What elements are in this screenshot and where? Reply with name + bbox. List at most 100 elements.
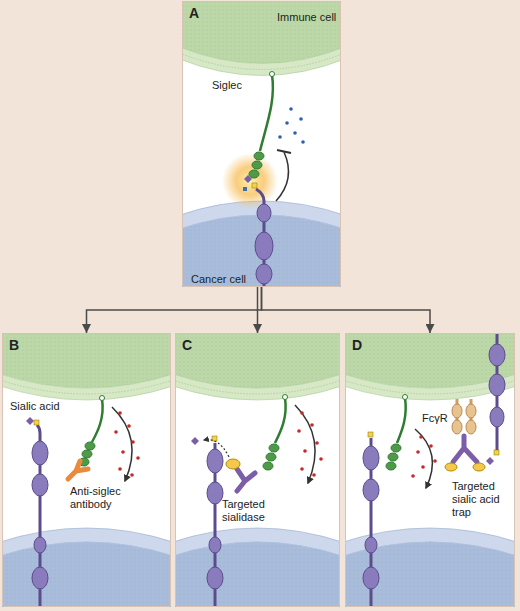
panel-c-art-part — [303, 449, 307, 453]
panel-d-art-part — [386, 462, 396, 470]
panel-c-art-part — [226, 459, 240, 469]
panel-a-art-part — [260, 75, 273, 151]
panel-b-art-part — [32, 474, 48, 496]
panel-a-art-part — [243, 187, 247, 191]
panel-a-art-part — [270, 72, 275, 77]
panel-d-art-part — [416, 450, 420, 454]
panel-d-art-part — [466, 404, 476, 418]
panel-a-art-part — [249, 170, 259, 178]
callout-label: Anti-siglec antibody — [70, 485, 134, 511]
callout-label: Siglec — [212, 79, 256, 92]
panel-b-art-part — [114, 430, 118, 434]
panel-c-art-part — [266, 453, 276, 461]
branch-arrow — [87, 287, 262, 333]
panel-d-art-part — [368, 432, 373, 437]
panel-c-art-part — [310, 423, 314, 427]
panel-c-art-part — [175, 373, 340, 400]
panel-c-art-part — [275, 398, 286, 443]
panel-d-art-part — [411, 474, 415, 478]
branch-arrow — [257, 287, 259, 333]
panel-d-art-part — [363, 567, 379, 589]
callout-label: FcγR — [422, 412, 462, 425]
panel-b-art-part — [130, 473, 134, 477]
panel-c-art-part — [263, 462, 273, 470]
callout-label: Sialic acid — [10, 400, 80, 413]
panel-a-art-part — [301, 140, 305, 144]
panel-c-art-part — [297, 429, 301, 433]
panel-a-art-part — [257, 204, 271, 222]
figure-panel: B — [2, 333, 171, 607]
panel-b-art-part — [2, 379, 171, 394]
panel-b-art-part — [2, 373, 171, 400]
cell-region: Immune cell — [275, 6, 341, 26]
panel-d-art-part — [365, 537, 377, 553]
panel-c-art-part — [295, 405, 315, 483]
panel-c-art-part — [319, 457, 323, 461]
panel-d-art — [345, 333, 515, 607]
panel-b-art-part — [100, 396, 105, 401]
panel-c-art — [175, 333, 340, 607]
panel-c-art-part — [315, 441, 319, 445]
panel-a-art-part — [254, 152, 264, 160]
panel-a-art-part — [182, 46, 341, 76]
panel-a-art-part — [276, 152, 289, 201]
panel-b-art-part — [82, 450, 92, 458]
panel-b-art — [2, 333, 171, 607]
panel-c-art-part — [191, 437, 199, 445]
panel-a-art-part — [182, 52, 341, 70]
panel-b-art-part — [68, 461, 88, 479]
panel-d-art-part — [397, 398, 406, 443]
panel-a-art-part — [293, 131, 297, 135]
panel-d-art-part — [445, 463, 457, 471]
panel-d-art-part — [421, 465, 425, 469]
panel-a-art-part — [182, 1, 341, 64]
panel-c-art-part — [300, 467, 304, 471]
panel-d-art-part — [486, 457, 494, 465]
panel-a-art-part — [278, 135, 282, 139]
panel-c-art-part — [237, 469, 255, 491]
panel-a-art-part — [182, 215, 341, 287]
panel-c-art-part — [204, 440, 229, 457]
panel-a-art-part — [289, 107, 293, 111]
panel-c-art-part — [209, 537, 221, 553]
figure-panel: C — [175, 333, 340, 607]
panel-b-art-part — [136, 456, 140, 460]
panel-d-art-part — [403, 395, 408, 400]
panel-b-art-part — [34, 537, 46, 553]
panel-c-art-part — [207, 449, 223, 473]
panel-d-art-part — [473, 463, 485, 471]
panel-d-art-part — [489, 374, 505, 396]
panel-d-art-part — [453, 436, 477, 462]
panel-b-art-part — [26, 417, 34, 425]
panel-d-art-part — [391, 444, 401, 452]
panel-a-art-part — [222, 153, 278, 209]
panel-b-art-part — [32, 441, 48, 465]
panel-a-art-part — [252, 161, 262, 169]
cell-region: Cancer cell — [189, 268, 251, 288]
panel-c-art-part — [212, 436, 217, 441]
panel-b-art-part — [121, 450, 125, 454]
callout-label: Targeted sialic acid trap — [452, 480, 512, 519]
panel-b-art-part — [127, 424, 131, 428]
panel-d-art-part — [363, 479, 379, 501]
cell-label: Immune cell — [277, 11, 336, 24]
panel-d-art-part — [345, 373, 515, 400]
panel-c-art-part — [175, 333, 340, 388]
panel-b-art-part — [2, 542, 171, 607]
panel-b-art-part — [112, 407, 132, 481]
panel-d-art-part — [494, 450, 499, 455]
figure-panel: D — [345, 333, 515, 607]
panel-letter: D — [352, 337, 508, 353]
panel-c-art-part — [312, 473, 316, 477]
panel-a-art-part — [252, 183, 257, 188]
panel-a-art — [182, 1, 341, 287]
panel-d-art-part — [419, 435, 423, 439]
panel-d-art-part — [489, 344, 505, 366]
panel-b-art-part — [131, 440, 135, 444]
panel-a-art-part — [277, 150, 291, 153]
panel-c-art-part — [207, 567, 223, 589]
panel-c-art-part — [175, 542, 340, 607]
panel-a-art-part — [299, 117, 303, 121]
panel-b-art-part — [85, 442, 95, 450]
